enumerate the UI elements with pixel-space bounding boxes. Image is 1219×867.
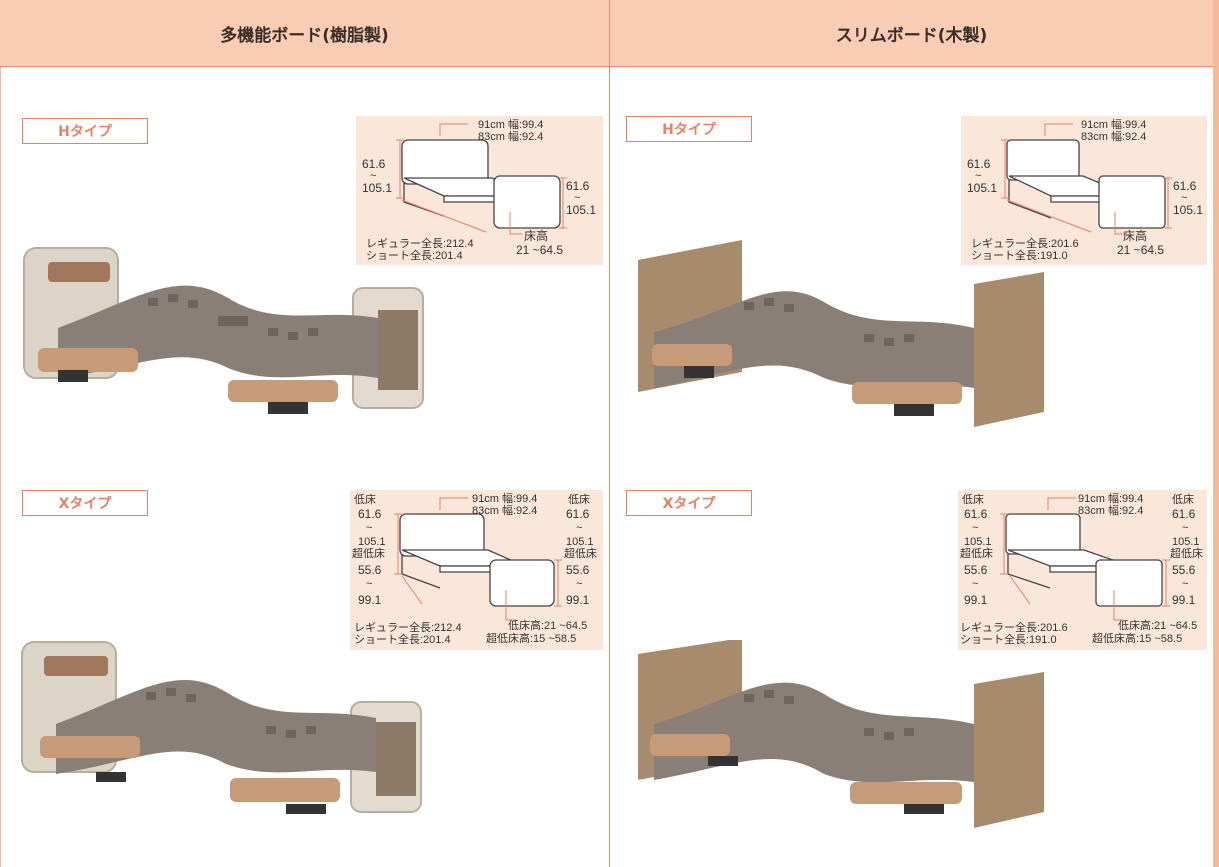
low-floor-height: 低床高:21 ~64.5 xyxy=(1118,620,1198,632)
ultra-low-height-bottom-left: 99.1 xyxy=(358,593,382,607)
low-label-right: 低床 xyxy=(568,494,590,506)
ultra-low-height-top-right: 55.6 xyxy=(1172,563,1196,577)
ultra-low-height-bottom-right: 99.1 xyxy=(1172,593,1196,607)
low-height-top-left: 61.6 xyxy=(964,507,988,521)
bed-photo-wood-x xyxy=(638,640,1044,828)
length-regular: レギュラー全長:201.6 xyxy=(971,238,1079,250)
low-label-right: 低床 xyxy=(1172,494,1194,506)
ultra-low-height-top-right: 55.6 xyxy=(566,563,590,577)
length-regular: レギュラー全長:212.4 xyxy=(354,622,462,634)
dimension-diagram-wood-x: 91cm 幅:99.4 83cm 幅:92.4 低床 61.6 ~ 105.1 … xyxy=(958,490,1207,650)
floor-height-value: 21 ~64.5 xyxy=(1117,243,1165,257)
ultra-low-label-left: 超低床 xyxy=(960,548,993,560)
floor-height-label: 床高 xyxy=(524,229,549,243)
length-short: ショート全長:201.4 xyxy=(366,250,463,262)
bed-outline-drawing xyxy=(1000,497,1170,621)
ultra-low-height-top-left: 55.6 xyxy=(964,563,988,577)
width-83: 83cm 幅:92.4 xyxy=(1081,131,1147,143)
low-height-top-right: 61.6 xyxy=(566,507,590,521)
low-height-top-left: 61.6 xyxy=(358,507,382,521)
bed-photo-wood-h xyxy=(638,240,1044,427)
foot-height-tilde: ~ xyxy=(1181,192,1188,204)
ultra-low-label-left: 超低床 xyxy=(352,548,385,560)
foot-height-tilde: ~ xyxy=(574,192,581,204)
column-header-wood: スリムボード(木製) xyxy=(610,0,1213,67)
head-height-top: 61.6 xyxy=(967,157,991,171)
type-label-resin-x: Xタイプ xyxy=(22,490,148,516)
head-height-top: 61.6 xyxy=(362,157,386,171)
page-right-border xyxy=(1213,0,1219,867)
ultra-low-height-tilde-right: ~ xyxy=(576,578,583,590)
low-height-top-right: 61.6 xyxy=(1172,507,1196,521)
ultra-low-height-tilde-left: ~ xyxy=(366,578,373,590)
column-header-resin: 多機能ボード(樹脂製) xyxy=(0,0,609,67)
type-label-wood-x: Xタイプ xyxy=(626,490,752,516)
floor-height-value: 21 ~64.5 xyxy=(516,243,564,257)
width-83: 83cm 幅:92.4 xyxy=(1078,505,1144,517)
head-height-bottom: 105.1 xyxy=(362,181,393,195)
page-left-border xyxy=(0,0,1,867)
dimension-diagram-wood-h: 91cm 幅:99.4 83cm 幅:92.4 61.6 ~ 105.1 61.… xyxy=(961,116,1207,265)
length-regular: レギュラー全長:201.6 xyxy=(960,622,1068,634)
head-height-bottom: 105.1 xyxy=(967,181,998,195)
length-short: ショート全長:191.0 xyxy=(960,634,1057,646)
ultra-low-height-tilde-right: ~ xyxy=(1182,578,1189,590)
low-height-tilde-left: ~ xyxy=(972,522,979,534)
low-floor-height: 低床高:21 ~64.5 xyxy=(508,620,588,632)
width-91: 91cm 幅:99.4 xyxy=(1081,119,1147,131)
length-regular: レギュラー全長:212.4 xyxy=(366,238,474,250)
low-height-tilde-left: ~ xyxy=(366,522,373,534)
bed-photo-resin-h xyxy=(23,247,424,414)
dimension-diagram-resin-x: 91cm 幅:99.4 83cm 幅:92.4 低床 61.6 ~ 105.1 … xyxy=(350,490,603,650)
ultra-low-height-top-left: 55.6 xyxy=(358,563,382,577)
ultra-low-height-bottom-right: 99.1 xyxy=(566,593,590,607)
bed-photo-resin-x xyxy=(21,641,422,814)
width-83: 83cm 幅:92.4 xyxy=(472,505,538,517)
width-91: 91cm 幅:99.4 xyxy=(478,119,544,131)
length-short: ショート全長:201.4 xyxy=(354,634,451,646)
foot-height-top: 61.6 xyxy=(1173,179,1197,193)
low-height-bottom-right: 105.1 xyxy=(566,536,594,548)
width-91: 91cm 幅:99.4 xyxy=(1078,493,1144,505)
ultra-low-label-right: 超低床 xyxy=(1170,548,1203,560)
low-height-bottom-left: 105.1 xyxy=(358,536,386,548)
low-label-left: 低床 xyxy=(354,494,376,506)
dimension-diagram-resin-h: 91cm 幅:99.4 83cm 幅:92.4 61.6 ~ 105.1 61.… xyxy=(356,116,603,265)
foot-height-top: 61.6 xyxy=(566,179,590,193)
column-divider xyxy=(609,0,610,867)
ultra-low-height-bottom-left: 99.1 xyxy=(964,593,988,607)
head-height-tilde: ~ xyxy=(975,170,982,182)
bed-outline-drawing xyxy=(394,497,562,621)
ultra-low-floor-height: 超低床高:15 ~58.5 xyxy=(486,633,577,645)
type-label-resin-h: Hタイプ xyxy=(22,118,148,144)
low-height-tilde-right: ~ xyxy=(576,522,583,534)
length-short: ショート全長:191.0 xyxy=(971,250,1068,262)
ultra-low-height-tilde-left: ~ xyxy=(972,578,979,590)
bed-outline-drawing xyxy=(396,123,567,235)
foot-height-bottom: 105.1 xyxy=(1173,203,1204,217)
head-height-tilde: ~ xyxy=(370,170,377,182)
floor-height-label: 床高 xyxy=(1123,229,1148,243)
bed-outline-drawing xyxy=(1001,123,1172,235)
type-label-wood-h: Hタイプ xyxy=(626,116,752,142)
ultra-low-floor-height: 超低床高:15 ~58.5 xyxy=(1092,633,1183,645)
ultra-low-label-right: 超低床 xyxy=(564,548,597,560)
low-height-bottom-right: 105.1 xyxy=(1172,536,1200,548)
low-height-bottom-left: 105.1 xyxy=(964,536,992,548)
low-label-left: 低床 xyxy=(962,494,984,506)
width-83: 83cm 幅:92.4 xyxy=(478,131,544,143)
low-height-tilde-right: ~ xyxy=(1182,522,1189,534)
foot-height-bottom: 105.1 xyxy=(566,203,597,217)
width-91: 91cm 幅:99.4 xyxy=(472,493,538,505)
